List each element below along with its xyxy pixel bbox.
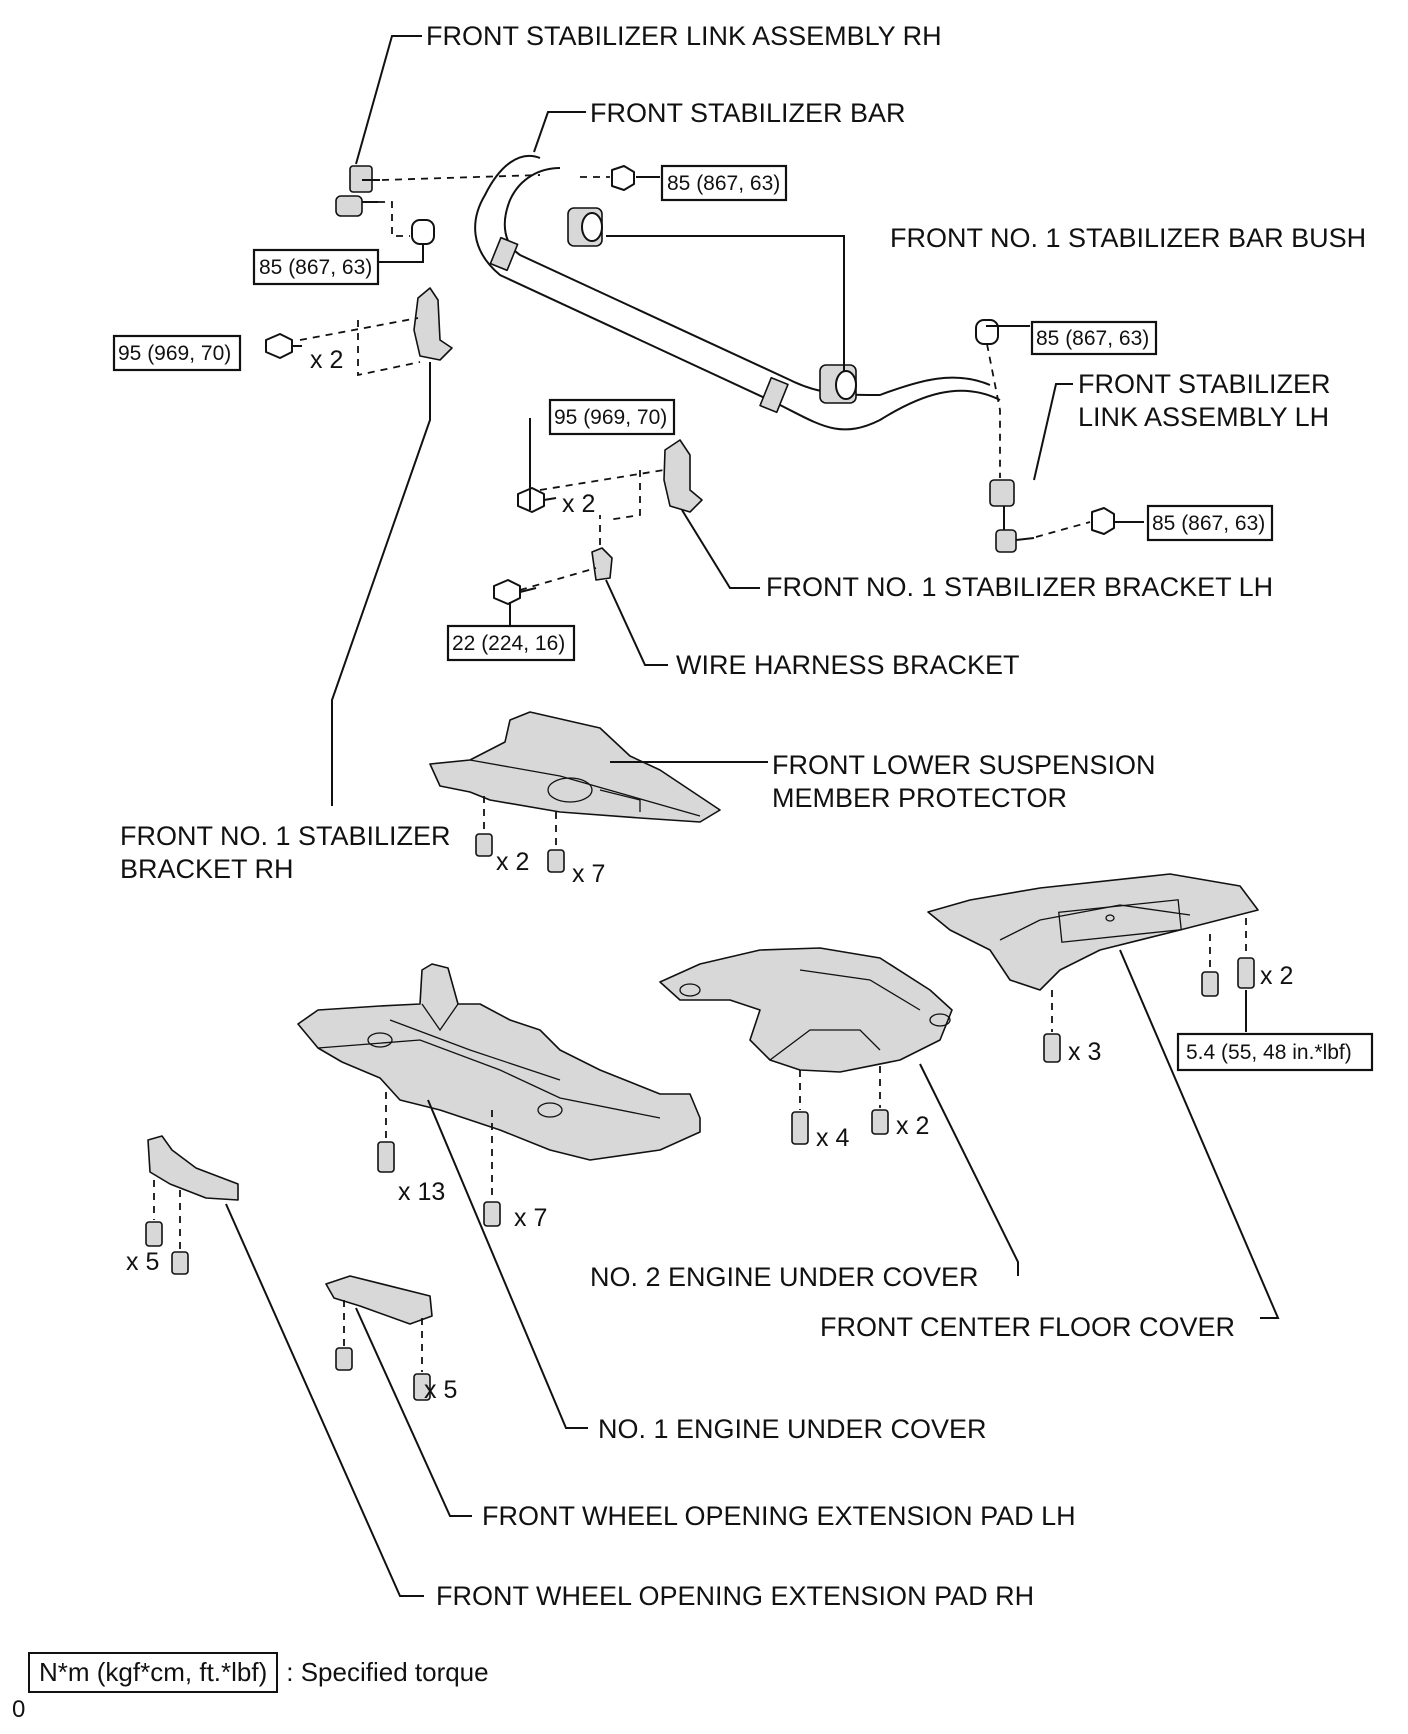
label-bar-bush: FRONT NO. 1 STABILIZER BAR BUSH [890,223,1366,253]
qty-floor-bolts: x 3 [1068,1038,1101,1066]
label-protector-line2: MEMBER PROTECTOR [772,783,1067,813]
legend-text: : Specified torque [286,1657,489,1687]
qty-no1-bolts: x 13 [398,1178,445,1206]
label-bracket-rh-line2: BRACKET RH [120,854,294,884]
label-pad-rh: FRONT WHEEL OPENING EXTENSION PAD RH [436,1581,1034,1611]
label-floor-cover: FRONT CENTER FLOOR COVER [820,1312,1235,1342]
qty-no1-clips: x 7 [514,1204,547,1232]
wheel-opening-pad-rh [145,1135,424,1597]
svg-text:85 (867, 63): 85 (867, 63) [1152,512,1265,535]
qty-protector-clips: x 7 [572,860,605,888]
wire-harness-bracket [493,418,668,666]
svg-text:5.4 (55, 48 in.*lbf): 5.4 (55, 48 in.*lbf) [1186,1041,1352,1064]
label-pad-lh: FRONT WHEEL OPENING EXTENSION PAD LH [482,1501,1076,1531]
label-link-lh-line2: LINK ASSEMBLY LH [1078,402,1329,432]
label-link-lh-line1: FRONT STABILIZER [1078,369,1331,399]
label-stabilizer-bar: FRONT STABILIZER BAR [590,98,906,128]
label-no2-cover: NO. 2 ENGINE UNDER COVER [590,1262,979,1292]
torque-bracket-rh-bolt: 95 (969, 70) [112,334,242,372]
label-bracket-rh-line1: FRONT NO. 1 STABILIZER [120,821,451,851]
label-protector-line1: FRONT LOWER SUSPENSION [772,750,1156,780]
qty-pad-rh-fasteners: x 5 [126,1248,159,1276]
qty-protector-bolts: x 2 [496,848,529,876]
svg-text:85 (867, 63): 85 (867, 63) [667,172,780,195]
torque-wire-harness-bolt: 22 (224, 16) [446,624,576,662]
stabilizer-link-rh [335,165,541,237]
legend-torque-box: N*m (kgf*cm, ft.*lbf) [28,1652,279,1693]
svg-text:22 (224, 16): 22 (224, 16) [452,632,565,655]
stabilizer-bracket-rh [265,287,453,806]
qty-no2-bolts: x 4 [816,1124,849,1152]
front-stabilizer-bar [474,154,1001,431]
stabilizer-bracket-lh [517,439,760,589]
no2-engine-under-cover [659,947,1019,1276]
stabilizer-bar-bush-lower [819,364,857,404]
torque-bracket-lh-bolt: 95 (969, 70) [548,398,676,436]
qty-floor-clips: x 2 [1260,962,1293,990]
no1-engine-under-cover [297,963,701,1429]
qty-pad-lh-fasteners: x 5 [424,1376,457,1404]
torque-floor-cover-bolt: 5.4 (55, 48 in.*lbf) [1176,1032,1374,1072]
label-bracket-lh: FRONT NO. 1 STABILIZER BRACKET LH [766,572,1273,602]
qty-bracket-lh-bolts: x 2 [562,490,595,518]
label-link-rh: FRONT STABILIZER LINK ASSEMBLY RH [426,21,942,51]
svg-text:85 (867, 63): 85 (867, 63) [259,256,372,279]
torque-link-rh-nut: 85 (867, 63) [660,164,788,202]
front-center-floor-cover [927,873,1280,1319]
torque-link-lh-upper: 85 (867, 63) [1030,320,1158,356]
wheel-opening-pad-lh [325,1275,472,1517]
svg-text:85 (867, 63): 85 (867, 63) [1036,327,1149,350]
label-wire-harness: WIRE HARNESS BRACKET [676,650,1020,680]
torque-link-lh-lower: 85 (867, 63) [1146,504,1274,542]
nut-link-rh-lower [378,219,435,263]
svg-text:95 (969, 70): 95 (969, 70) [554,406,667,429]
nut-link-rh-upper [580,165,635,191]
label-no1-cover: NO. 1 ENGINE UNDER COVER [598,1414,987,1444]
corner-code: 0 [12,1696,26,1723]
torque-link-rh-lower: 85 (867, 63) [252,248,380,286]
torque-legend: N*m (kgf*cm, ft.*lbf) : Specified torque [28,1652,489,1693]
suspension-member-protector [429,711,768,873]
stabilizer-bar-bush-upper [567,207,603,247]
qty-no2-clips: x 2 [896,1112,929,1140]
qty-bracket-rh-bolts: x 2 [310,346,343,374]
stabilizer-link-lh [975,319,1115,553]
svg-text:95 (969, 70): 95 (969, 70) [118,342,231,365]
